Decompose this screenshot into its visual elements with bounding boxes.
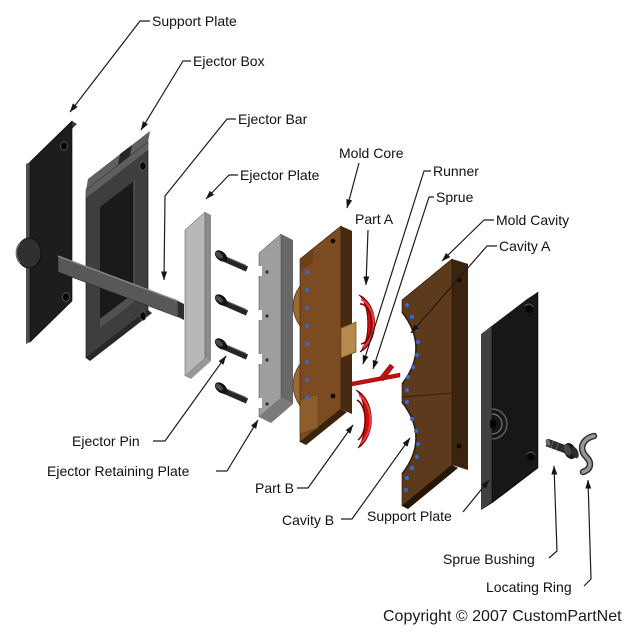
leader-cavity-b (341, 437, 411, 520)
leader-lines (69, 20, 592, 587)
mold-cavity-shape (401, 258, 468, 509)
label-sprue-bushing: Sprue Bushing (443, 551, 535, 567)
leader-locating-ring (583, 479, 592, 587)
leader-mold-cavity (441, 219, 494, 262)
leader-part-a (363, 229, 370, 286)
label-ejector-pin: Ejector Pin (72, 433, 140, 449)
locating-ring-shape (578, 432, 598, 476)
ejector-plate-shape (184, 211, 211, 379)
sprue-shape (378, 363, 395, 382)
mold-core-shape (292, 225, 357, 445)
sprue-seat-tab (340, 321, 357, 359)
support-plate-rear-shape (481, 291, 539, 510)
cooling-channel-dots (305, 270, 309, 400)
label-part-b: Part B (255, 480, 294, 496)
label-ejector-bar: Ejector Bar (238, 111, 308, 127)
cooling-channel-dots (404, 303, 420, 492)
leader-ejector-pin (153, 355, 227, 442)
ejector-retaining-plate-shape (257, 233, 293, 423)
leader-ejector-bar (161, 118, 236, 281)
cavity-b-cut (401, 401, 417, 475)
runner-shape (351, 372, 401, 387)
label-support-plate-bottom: Support Plate (367, 508, 452, 524)
leader-support-plate-bottom (462, 479, 490, 513)
core-boss-b (292, 362, 301, 408)
screw-hole-icon (139, 161, 147, 321)
label-part-a: Part A (355, 211, 394, 227)
leader-ejector-plate (205, 174, 238, 200)
label-support-plate-top: Support Plate (152, 13, 237, 29)
leader-ejector-retaining-plate (216, 419, 259, 472)
ejector-box-shape (85, 131, 152, 361)
support-plate-front-shape (15, 120, 77, 344)
copyright-text: Copyright © 2007 CustomPartNet (383, 608, 622, 625)
label-mold-core: Mold Core (339, 145, 404, 161)
leader-cavity-a (410, 245, 497, 334)
part-b-shape (355, 389, 372, 449)
label-ejector-retaining-plate: Ejector Retaining Plate (47, 463, 190, 479)
labels: Support Plate Ejector Box Ejector Bar Ej… (47, 13, 622, 625)
leader-ejector-box (140, 60, 191, 131)
leader-support-plate-top (69, 20, 150, 113)
sprue-bore (489, 408, 508, 440)
screw-hole-icon (524, 303, 536, 461)
part-a-shape (358, 294, 376, 353)
label-ejector-plate: Ejector Plate (240, 167, 320, 183)
leader-sprue-bushing (548, 465, 558, 559)
leader-runner (362, 170, 431, 365)
core-boss-a (292, 284, 301, 328)
label-ejector-box: Ejector Box (193, 53, 265, 69)
ejector-bar-shape (57, 255, 184, 320)
leader-sprue (372, 196, 434, 370)
label-cavity-a: Cavity A (499, 238, 551, 254)
label-sprue: Sprue (436, 189, 474, 205)
label-mold-cavity: Mold Cavity (496, 212, 569, 228)
label-runner: Runner (433, 163, 479, 179)
leader-part-b (297, 424, 354, 489)
label-locating-ring: Locating Ring (486, 579, 572, 595)
leader-mold-core (346, 162, 360, 209)
label-cavity-b: Cavity B (282, 512, 334, 528)
ejector-pins-shape (214, 250, 249, 404)
sprue-bushing-shape (545, 438, 579, 459)
ejector-bar-stub (15, 237, 42, 269)
pin-seat-notches (257, 266, 269, 408)
screw-hole-icon (60, 141, 70, 302)
